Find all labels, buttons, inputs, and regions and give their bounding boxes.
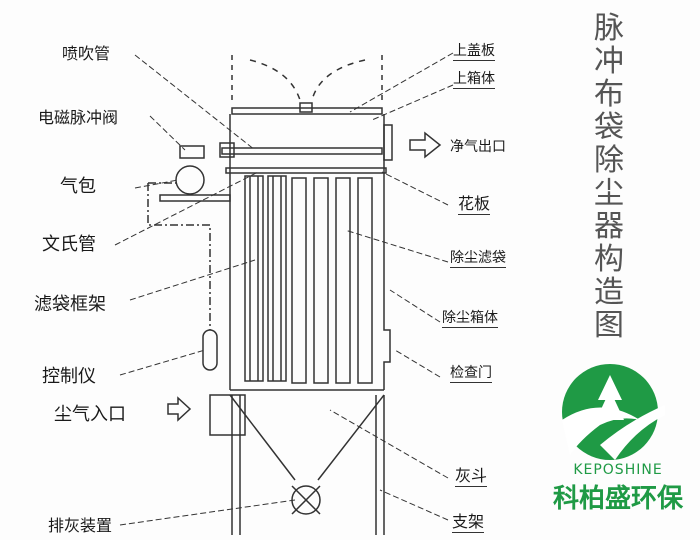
upper-cover-plate <box>231 107 383 115</box>
bag-frames <box>244 175 287 382</box>
blow-pipe <box>221 147 383 155</box>
label-support: 支架 <box>452 508 485 533</box>
label-venturi: 文氏管 <box>42 234 96 255</box>
dust-inlet-arrow <box>167 396 192 422</box>
clean-air-outlet-arrow <box>409 131 442 159</box>
label-discharge: 排灰装置 <box>48 516 113 535</box>
label-upper-box: 上箱体 <box>453 68 495 89</box>
label-air-bag: 气包 <box>60 176 96 197</box>
label-inspection-door: 检查门 <box>450 362 492 383</box>
label-bag-frame: 滤袋框架 <box>34 294 106 315</box>
label-controller: 控制仪 <box>42 366 96 387</box>
logo-text-cn: 科柏盛环保 <box>552 484 683 514</box>
logo-text-en: KEPOSHINE <box>573 462 663 478</box>
filter-bags <box>291 177 373 384</box>
label-upper-cover: 上盖板 <box>453 40 495 61</box>
hopper <box>229 389 385 481</box>
housing <box>229 114 391 390</box>
label-pulse-valve: 电磁脉冲阀 <box>38 108 119 127</box>
support <box>231 395 385 535</box>
label-hopper: 灰斗 <box>455 462 488 487</box>
pulse-valve <box>179 145 205 159</box>
label-housing: 除尘箱体 <box>442 307 498 328</box>
controller <box>202 329 218 371</box>
label-clean-outlet: 净气出口 <box>450 139 506 155</box>
diagram-title: 脉冲布袋除尘器构造图 <box>594 11 624 343</box>
flower-plate <box>225 167 387 174</box>
label-dust-inlet: 尘气入口 <box>54 404 126 425</box>
label-filter-bag: 除尘滤袋 <box>450 247 506 268</box>
label-blow-pipe: 喷吹管 <box>62 44 111 63</box>
label-flower-plate: 花板 <box>458 190 491 215</box>
